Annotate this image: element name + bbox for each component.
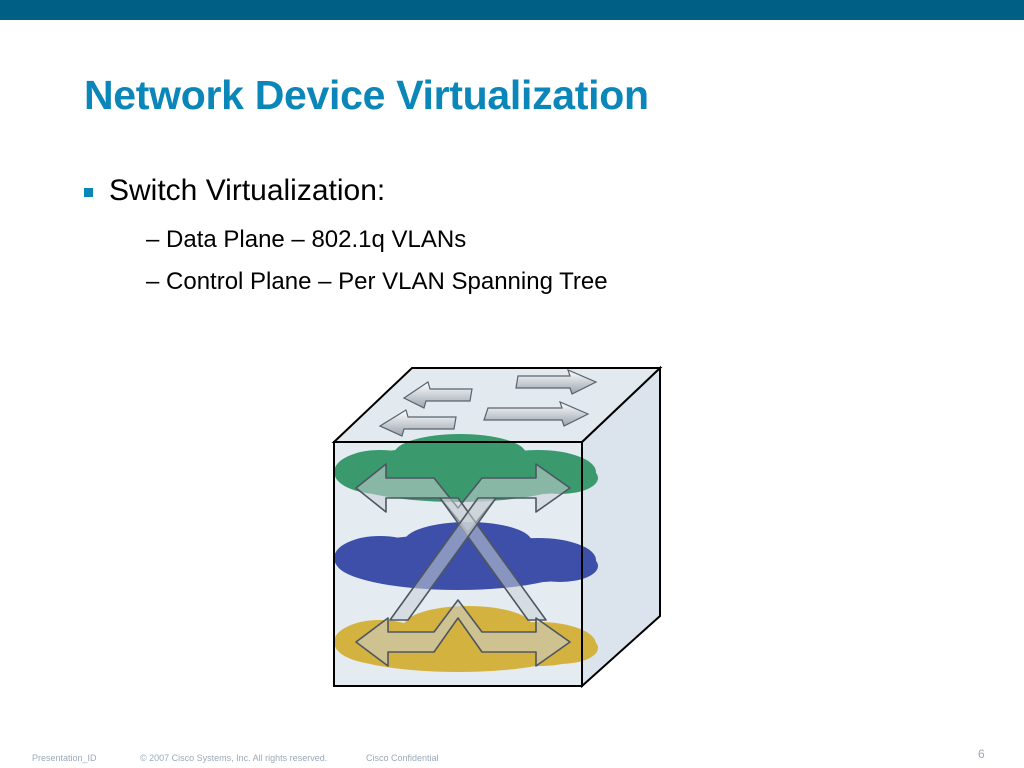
data-plane-arrows: [378, 368, 598, 437]
top-arrow-left-2: [378, 409, 457, 437]
cross-arrow-top: [355, 463, 571, 533]
footer-presentation-id: Presentation_ID: [32, 753, 97, 763]
bullet-text: Switch Virtualization:: [109, 174, 386, 207]
cube-front-frame: [333, 441, 583, 687]
top-arrow-right-1: [515, 368, 598, 395]
cross-arrow-bottom: [355, 599, 571, 667]
footer-confidential: Cisco Confidential: [366, 753, 439, 763]
bullet-square-icon: [84, 187, 93, 197]
header-bar: [0, 0, 1024, 20]
page-number: 6: [978, 747, 985, 761]
top-arrow-right-2: [483, 400, 590, 427]
slide-title: Network Device Virtualization: [84, 72, 649, 118]
bullet-item: Switch Virtualization:: [84, 174, 385, 208]
sub-item-control-plane: – Control Plane – Per VLAN Spanning Tree: [146, 268, 608, 295]
top-arrow-left-1: [402, 381, 473, 409]
sub-item-data-plane: – Data Plane – 802.1q VLANs: [146, 226, 467, 253]
cross-arrow-diagonal-2: [389, 497, 497, 621]
switch-virtualization-diagram: [331, 365, 663, 689]
footer-copyright: © 2007 Cisco Systems, Inc. All rights re…: [140, 753, 328, 763]
spanning-tree-arrows: [355, 463, 571, 667]
